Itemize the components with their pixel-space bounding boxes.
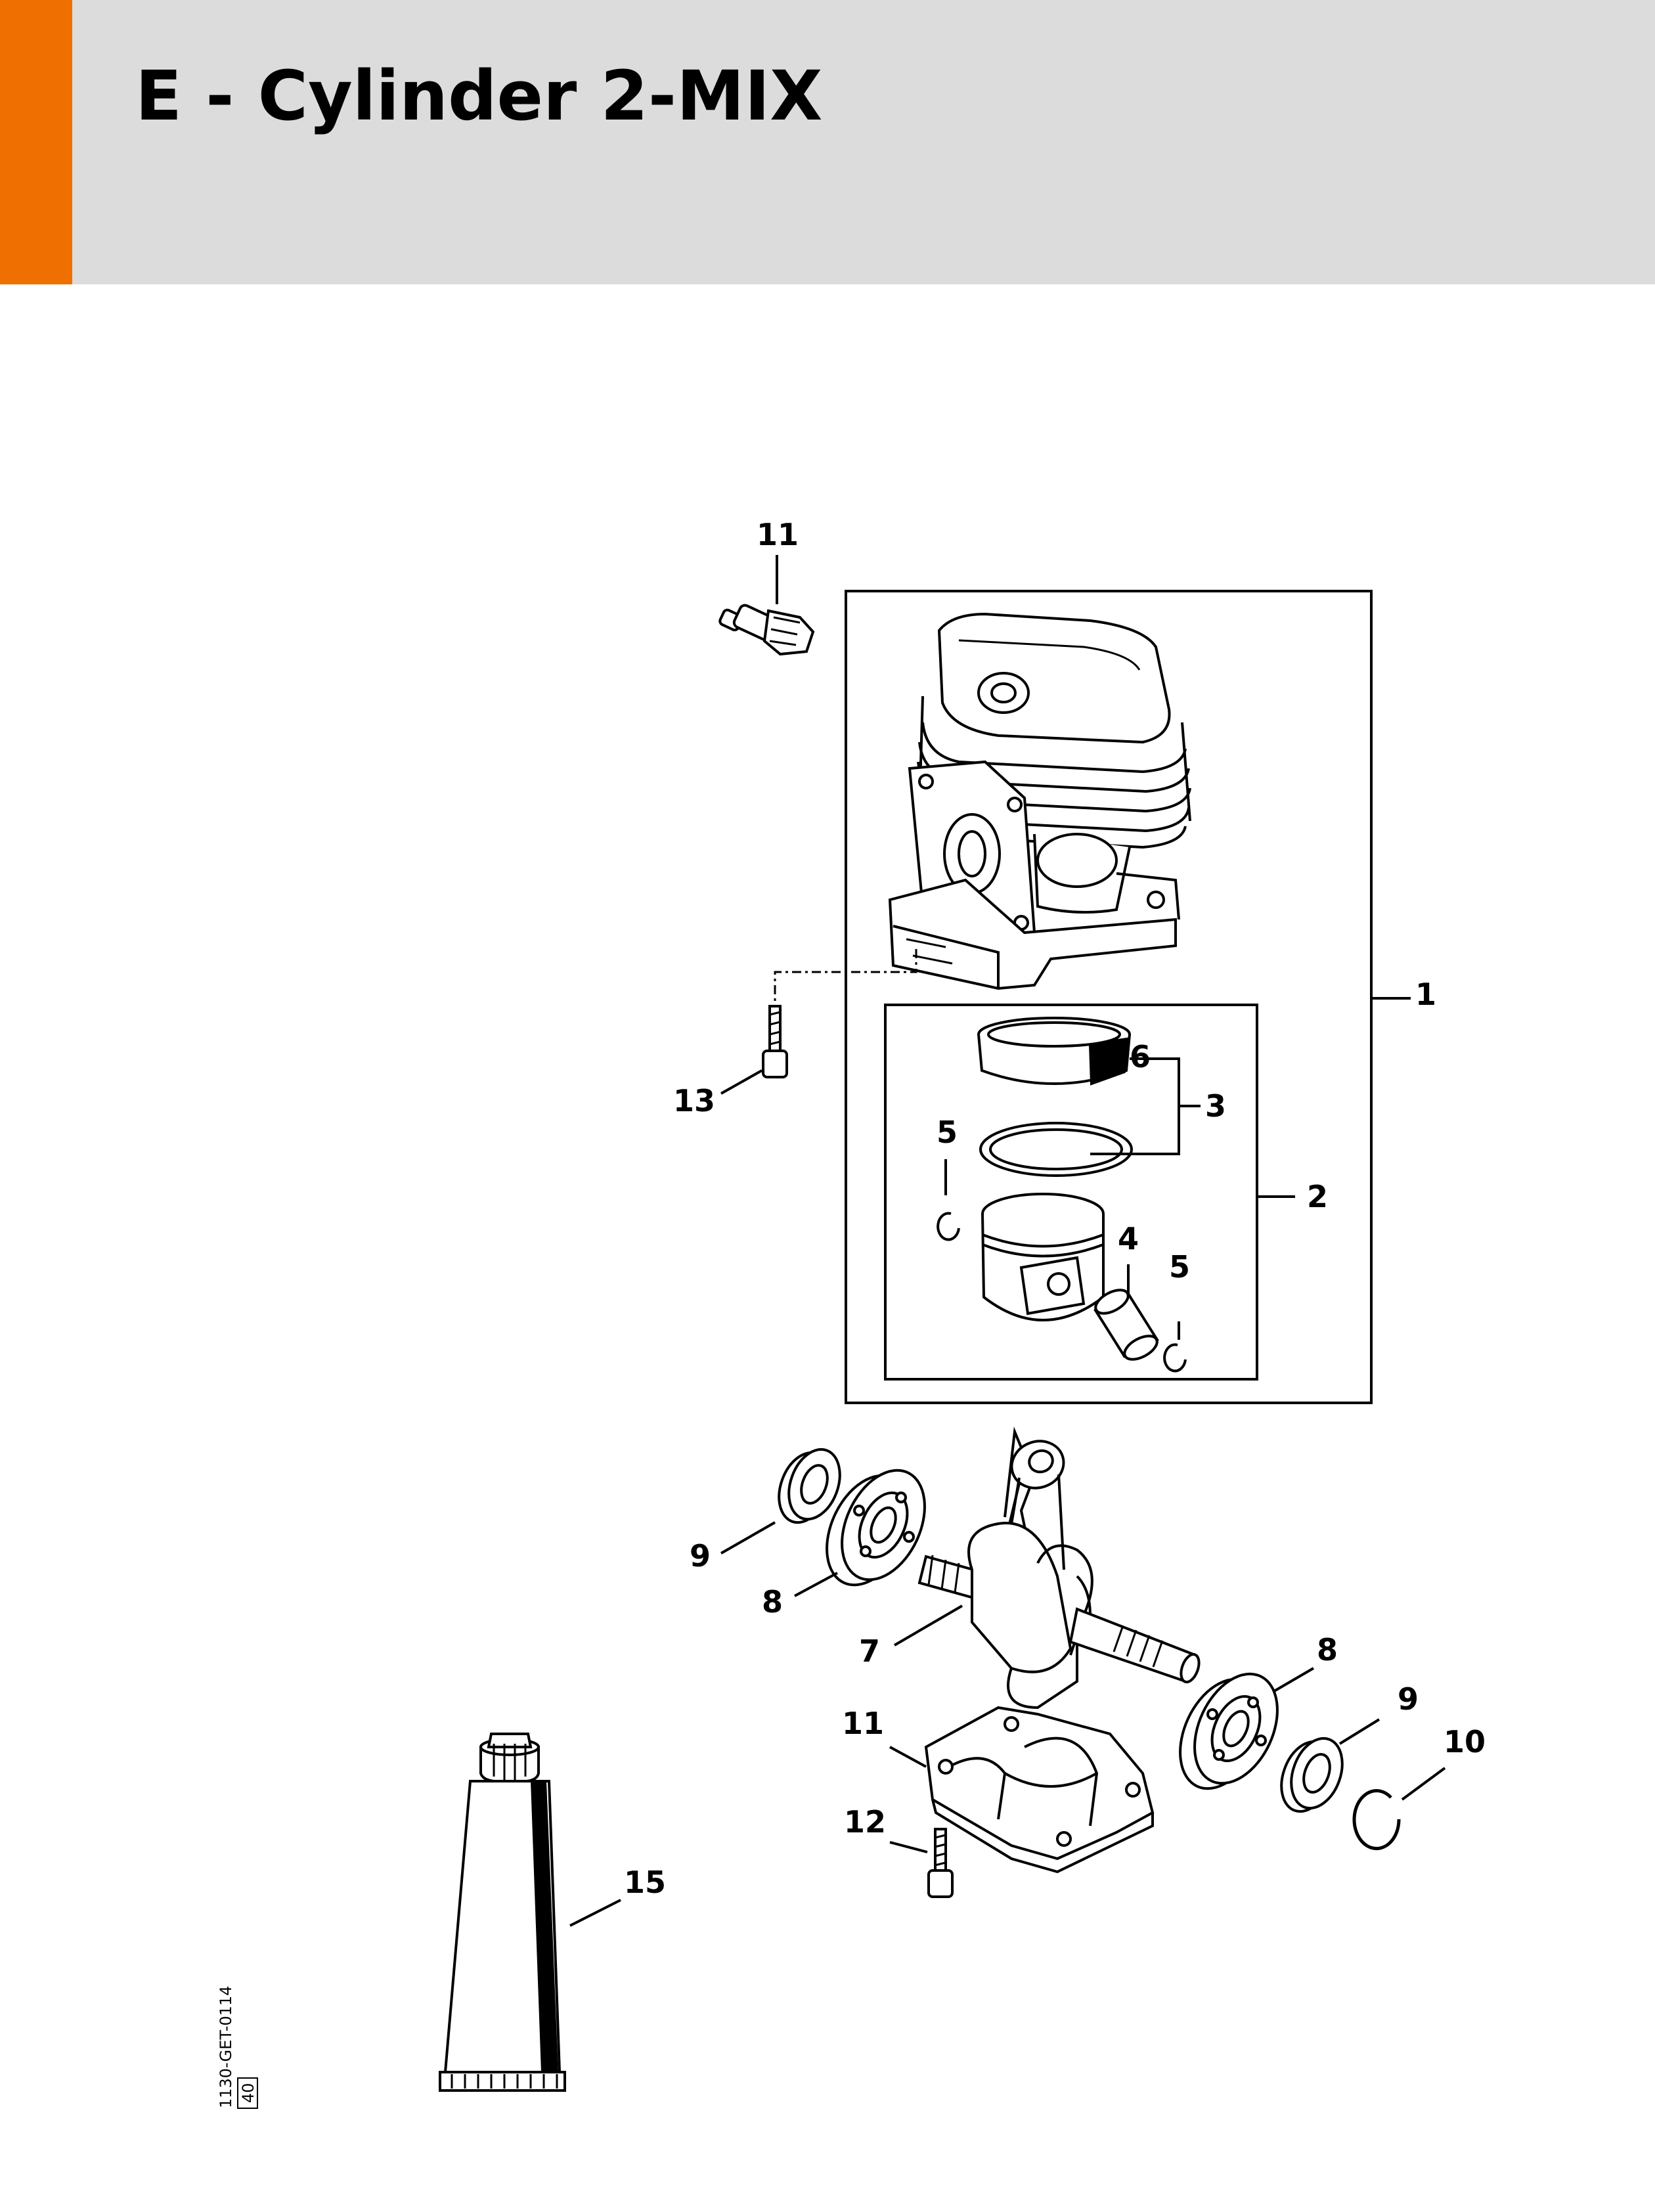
callout-15: 15 <box>624 1865 666 1900</box>
callout-4: 4 <box>1118 1221 1139 1256</box>
document-code: 1130-GET-0114 <box>217 1985 235 2108</box>
revision-number: 40 <box>239 2083 257 2103</box>
cylinder-part <box>888 612 1191 990</box>
callout-6: 6 <box>1130 1039 1151 1074</box>
callout-1: 1 <box>1415 977 1436 1012</box>
document-code-block: 1130-GET-0114 40 <box>217 1985 258 2109</box>
piston-part <box>981 1193 1105 1321</box>
callout-2: 2 <box>1307 1179 1328 1214</box>
callout-10: 10 <box>1444 1724 1486 1759</box>
snap-ring-part <box>979 1122 1133 1177</box>
callout-11: 11 <box>842 1706 884 1741</box>
page-title: E - Cylinder 2-MIX <box>135 56 823 136</box>
callout-13: 13 <box>673 1083 715 1118</box>
revision-box <box>237 2077 258 2109</box>
cylinder-screw-part <box>762 1005 788 1078</box>
screw-reference-leader <box>774 949 917 1005</box>
callout-8a: 8 <box>762 1584 783 1620</box>
piston-ring-part <box>977 1017 1131 1086</box>
callout-5a: 5 <box>937 1115 958 1150</box>
callout-14: 11 <box>757 517 799 552</box>
callout-9a: 9 <box>690 1538 711 1574</box>
crankshaft-part <box>917 1427 1201 1710</box>
header-accent-stripe <box>0 0 72 284</box>
leader-lines <box>569 555 1446 1927</box>
callout-8b: 8 <box>1317 1632 1338 1668</box>
callout-5b: 5 <box>1169 1249 1190 1285</box>
circlip-part <box>1352 1789 1401 1851</box>
hookless-snap-ring-right <box>1163 1343 1187 1373</box>
callout-12: 12 <box>844 1804 886 1840</box>
oil-seal-right-part <box>1280 1736 1344 1813</box>
oil-seal-left-part <box>778 1448 841 1524</box>
piston-pin-part <box>1093 1289 1159 1361</box>
grease-tube-part <box>439 1733 566 2092</box>
crankcase-bottom-part <box>924 1706 1155 1874</box>
callout-9b: 9 <box>1398 1681 1419 1717</box>
ball-bearing-left-part <box>826 1469 926 1587</box>
callout-7: 7 <box>859 1633 880 1669</box>
callout-3: 3 <box>1205 1088 1226 1124</box>
decompression-valve-part <box>718 604 815 656</box>
crankcase-screw-part <box>927 1828 954 1898</box>
hookless-snap-ring-left <box>937 1212 960 1241</box>
ball-bearing-right-part <box>1179 1672 1279 1790</box>
piston-kit-box <box>884 1004 1258 1381</box>
header-bar <box>0 0 1655 284</box>
